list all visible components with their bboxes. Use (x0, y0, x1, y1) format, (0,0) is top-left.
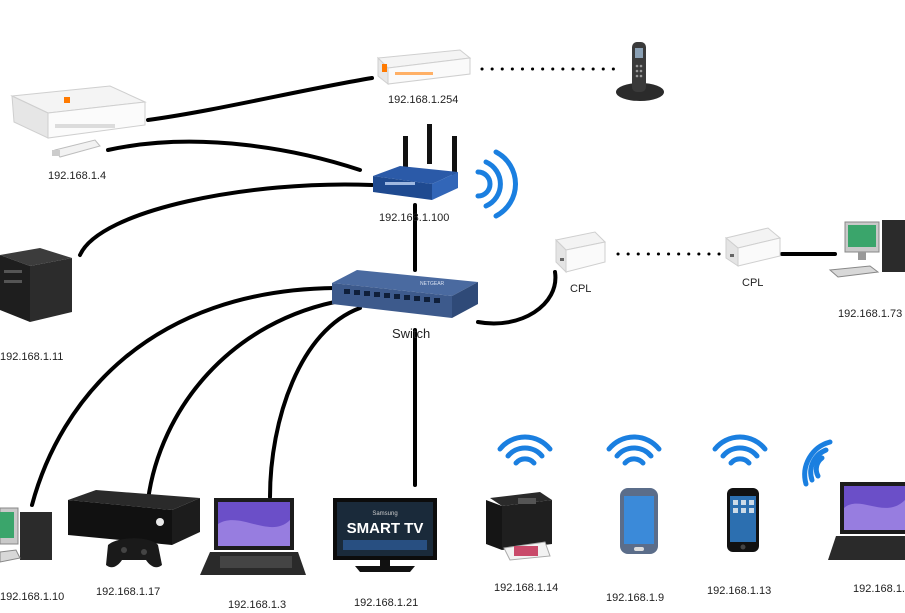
nas-icon (0, 248, 72, 322)
dect-phone-icon (616, 42, 664, 101)
tv-brand: Samsung (372, 511, 397, 517)
cable-orangebox-mainbox (146, 76, 374, 122)
label-printer: 192.168.1.14 (494, 582, 558, 594)
wifi-signal-icon (475, 149, 519, 219)
label-smart-tv: 192.168.1.21 (354, 597, 418, 609)
label-xbox: 192.168.1.17 (96, 586, 160, 598)
network-switch-icon: NETGEAR (332, 270, 478, 318)
cable-switch-desktop-left (30, 286, 337, 507)
cables (30, 76, 837, 507)
wifi-signal-icon (606, 434, 662, 466)
printer-icon (486, 492, 552, 561)
laptop-icon (828, 482, 905, 560)
label-nas: 192.168.1.11 (0, 351, 63, 363)
cable-usbkey-router (106, 139, 362, 172)
cable-switch-xbox (146, 298, 347, 502)
xbox-icon (68, 490, 200, 568)
label-laptop-right: 192.168.1.1 (853, 583, 905, 595)
smart-tv-icon: Samsung SMART TV (333, 498, 437, 572)
cable-nas-router (78, 182, 374, 257)
label-cpl-left: CPL (570, 283, 591, 295)
cable-switch-laptop (268, 306, 362, 499)
label-wifi-router: 192.168.1.100 (379, 212, 449, 224)
cpl-adapter-icon (554, 231, 607, 274)
cpl-adapter-icon (724, 227, 782, 267)
label-switch: Switch (392, 326, 430, 341)
laptop-icon (200, 498, 306, 575)
orange-box-icon (10, 85, 147, 158)
wifi-router-icon (373, 124, 458, 200)
label-main-box: 192.168.1.254 (388, 94, 458, 106)
switch-brand: NETGEAR (420, 281, 445, 287)
tv-logo: SMART TV (347, 520, 424, 537)
main-box-icon (376, 49, 472, 86)
cable-switch-cpl (476, 270, 558, 326)
desktop-pc-icon (0, 507, 52, 563)
smartphone-icon (620, 488, 658, 554)
label-galaxy-phone: 192.168.1.9 (606, 592, 664, 604)
smartphone-icon (727, 488, 759, 552)
wifi-signal-icon (802, 439, 833, 487)
label-cpl-right: CPL (742, 277, 763, 289)
label-iphone: 192.168.1.13 (707, 585, 771, 597)
desktop-pc-icon (828, 220, 905, 278)
label-desktop-right: 192.168.1.73 (838, 308, 902, 320)
usb-key-icon (52, 139, 101, 158)
wifi-signal-icon (497, 434, 553, 466)
label-desktop-left: 192.168.1.10 (0, 591, 64, 603)
label-orange-box: 192.168.1.4 (48, 170, 106, 182)
wifi-signal-icon (712, 434, 768, 466)
label-laptop-left: 192.168.1.3 (228, 599, 286, 611)
